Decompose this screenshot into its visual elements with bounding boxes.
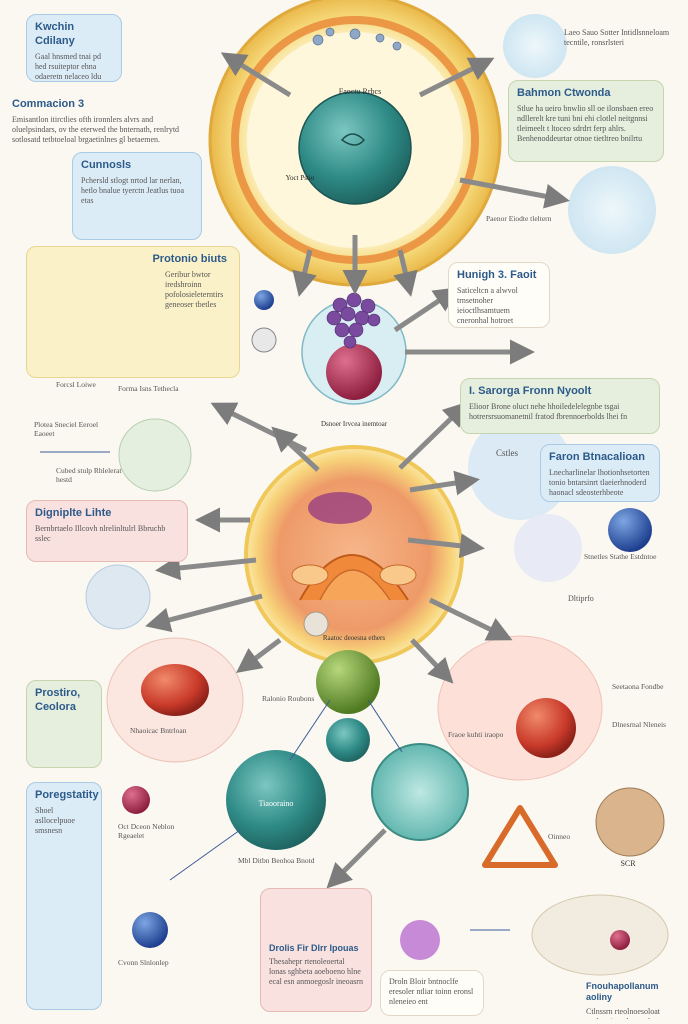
label-left-cubed: Cubed stulp Rhlelerat hestd bbox=[56, 466, 122, 484]
card-poregstatty: Poregstatity Shoel asllocelpuoe smsnesn bbox=[26, 782, 102, 1010]
label-right-sdtaes: Stnetles Stathe Estdntoe bbox=[584, 552, 657, 561]
card-bottom-center2: Droln Bloir bntnoclfe eresoler ntliar to… bbox=[380, 970, 484, 1016]
central-cell bbox=[244, 445, 464, 665]
card-huniph-title: Hunigh 3. Faoit bbox=[457, 269, 537, 281]
card-proston: Prostiro, Ceolora bbox=[26, 680, 102, 768]
card-protonio: Protonio biuts Geribur bwtor iredshroinn… bbox=[26, 246, 240, 378]
card-bottom-right-title: Fnouhapollanum aoliny bbox=[586, 981, 659, 1003]
label-right-paenor: Paenor Eiodte tleltern bbox=[486, 214, 552, 223]
teal-sphere-label: Tiaooraino bbox=[259, 799, 294, 808]
label-bot-left: Oct Dceon Neblon Rgeaelet bbox=[118, 822, 175, 840]
card-huniph-body: Saticeltcn a alwvol trnsetnoher ieioctlh… bbox=[457, 285, 518, 325]
card-top-left-body: Gaal hnsmed tnai pd hed rsuiteptor ehna … bbox=[35, 51, 102, 81]
label-mit: Ralonio Roubons bbox=[262, 694, 315, 703]
card-faron-title: Faron Btnacalioan bbox=[549, 451, 645, 463]
card-digniplte-title: Digniplte Lihte bbox=[35, 507, 112, 519]
arrows bbox=[145, 52, 570, 889]
vesicle-cluster bbox=[301, 292, 407, 405]
top-cell bbox=[208, 0, 502, 287]
card-bottom-right-body: Ctlnssrn rteolnoesoloat nasloe tiona lnm… bbox=[586, 1006, 660, 1020]
card-protonio-title: Protonio biuts bbox=[152, 253, 227, 265]
nucleus-label: Yoct Pstio bbox=[286, 174, 315, 182]
card-faron-body: Lnecharlinelar lhotionhsetorten tonio bn… bbox=[549, 467, 650, 497]
card-bottom-center-body: Thesahepr rtenoleoertal lonas sghbeta ao… bbox=[269, 957, 363, 987]
label-right-small2: Dlnesrnal Nleneis bbox=[612, 720, 666, 729]
scr-label: SCR bbox=[620, 859, 636, 868]
card-mid-left-body: Emisantlon itirctlies ofth ironnlers alv… bbox=[12, 114, 180, 144]
card-sarorga-body: Elioor Brone oluct nehe hhoiledelelegnbe… bbox=[469, 401, 628, 421]
card-faron: Faron Btnacalioan Lnecharlinelar lhotion… bbox=[540, 444, 660, 502]
center-body-label: Raatoc deoesna ethers bbox=[323, 634, 385, 642]
label-fraoe: Fraoe kuhti iraopo bbox=[448, 730, 504, 739]
card-proston-title: Prostiro, Ceolora bbox=[35, 687, 81, 713]
label-lower: Nhaoicac Bntrloan bbox=[130, 726, 187, 735]
card-poregstatty-title: Poregstatity bbox=[35, 789, 99, 801]
card-cunnosls: Cunnosls Pchersld stlogt nrtod lar nerla… bbox=[72, 152, 202, 240]
label-spikey: Cvonn Slnlonlep bbox=[118, 958, 169, 967]
card-bahrom-body: Stlue ha ueiro bnwlio sll oe ilonsbaen e… bbox=[517, 103, 654, 143]
card-cunnosls-title: Cunnosls bbox=[81, 159, 132, 171]
card-poregstatty-body: Shoel asllocelpuoe smsnesn bbox=[35, 805, 75, 835]
card-digniplte-body: Bernbrtaelo Illcovh nlrelinltulrl Bbruch… bbox=[35, 523, 166, 543]
label-legend-small: Forcsl Loiwe bbox=[56, 380, 96, 389]
connector-lines bbox=[40, 451, 510, 931]
label-right-small1: Seetaona Fondbe bbox=[612, 682, 664, 691]
card-bottom-center: Drolis Fir Dlrr Ipouas Thesahepr rtenole… bbox=[260, 888, 372, 1012]
right-elements bbox=[437, 14, 669, 976]
card-cunnosls-body: Pchersld stlogt nrtod lar nerlan, hetlo … bbox=[81, 175, 185, 205]
label-red-left: Plotea Sneciel Eeroel Eaoeet bbox=[34, 420, 99, 438]
card-huniph: Hunigh 3. Faoit Saticeltcn a alwvol trns… bbox=[448, 262, 550, 328]
card-bottom-right: Fnouhapollanum aoliny Ctlnssrn rteolnoes… bbox=[578, 975, 684, 1019]
card-top-left-title: Kwchin Cdilany bbox=[35, 21, 75, 47]
label-right-oinno: Oinneo bbox=[548, 832, 571, 841]
card-sarorga-title: I. Sarorga Fronn Nyoolt bbox=[469, 385, 592, 397]
card-top-right: Laeo Sauo Sotter Intidlsnneloam tecntile… bbox=[556, 22, 680, 70]
card-mid-left-title: Commacion 3 bbox=[12, 98, 85, 110]
card-top-left: Kwchin Cdilany Gaal hnsmed tnai pd hed r… bbox=[26, 14, 122, 82]
card-digniplte: Digniplte Lihte Bernbrtaelo Illcovh nlre… bbox=[26, 500, 188, 562]
center-top-label: Faoctu Rrbcs bbox=[339, 87, 381, 96]
center-mid-label: Dsnoer Irvcea inemtoar bbox=[321, 420, 388, 428]
card-bahrom: Bahmon Ctwonda Stlue ha ueiro bnwlio sll… bbox=[508, 80, 664, 162]
card-bahrom-title: Bahmon Ctwonda bbox=[517, 87, 611, 99]
card-top-right-body: Laeo Sauo Sotter Intidlsnneloam tecntile… bbox=[564, 28, 670, 47]
card-mid-left: Commacion 3 Emisantlon itirctlies ofth i… bbox=[4, 92, 200, 146]
card-sarorga: I. Sarorga Fronn Nyoolt Elioor Brone olu… bbox=[460, 378, 660, 434]
lower-spheres bbox=[122, 650, 469, 960]
label-right-cstles: Cstles bbox=[496, 448, 519, 458]
label-mid-small: Mbl Ditbn Beohoa Bnotd bbox=[238, 856, 315, 865]
label-left-frmea: Forma Isns Tethecla bbox=[118, 384, 179, 393]
card-bottom-center2-body: Droln Bloir bntnoclfe eresoler ntliar to… bbox=[389, 977, 474, 1006]
card-protonio-body: Geribur bwtor iredshroinn pofolosieleter… bbox=[165, 269, 224, 309]
card-bottom-center-title: Drolis Fir Dlrr Ipouas bbox=[269, 943, 359, 953]
label-right-dtiprto: Dltiprfo bbox=[568, 594, 594, 603]
